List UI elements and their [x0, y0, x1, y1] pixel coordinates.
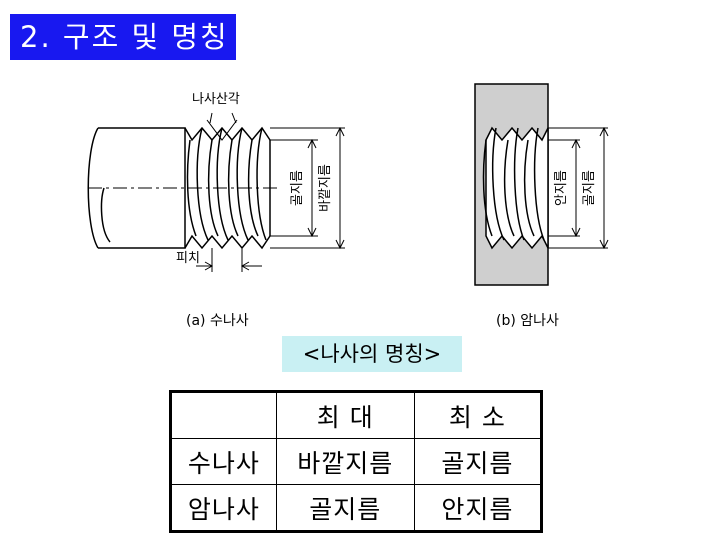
table-cell: 골지름 — [413, 438, 543, 485]
table-header-cell — [170, 391, 277, 439]
table-header-cell: 최 소 — [413, 391, 543, 439]
table-row: 최 대 최 소 — [170, 391, 543, 439]
figure-caption: <나사의 명칭> — [282, 336, 462, 372]
outer-diameter-label: 바깥지름 — [318, 164, 333, 212]
table-cell: 수나사 — [170, 438, 277, 485]
table-cell: 안지름 — [413, 484, 543, 532]
female-screw-figure — [474, 83, 609, 286]
screw-thread-diagram: 나사산각 피치 골지름 바깥지름 (a) 수나사 안지름 골지름 (b) 암나사 — [87, 83, 609, 329]
female-screw-caption: (b) 암나사 — [496, 313, 559, 329]
male-screw-caption: (a) 수나사 — [186, 313, 249, 329]
page-title: 2. 구조 및 명칭 — [10, 14, 236, 60]
pitch-label: 피치 — [176, 251, 200, 266]
thread-angle-label: 나사산각 — [192, 92, 240, 107]
table-cell: 바깥지름 — [275, 438, 415, 485]
thread-names-table: 최 대 최 소 수나사 바깥지름 골지름 암나사 골지름 안지름 — [169, 390, 543, 533]
table-header-cell: 최 대 — [275, 391, 415, 439]
table-cell: 암나사 — [170, 484, 277, 532]
table-row: 수나사 바깥지름 골지름 — [170, 438, 543, 485]
table-cell: 골지름 — [275, 484, 415, 532]
nut-root-diameter-label: 골지름 — [582, 170, 597, 206]
root-diameter-label: 골지름 — [290, 170, 305, 206]
male-screw-figure — [87, 112, 345, 272]
inner-diameter-label: 안지름 — [554, 170, 569, 206]
table-row: 암나사 골지름 안지름 — [170, 484, 543, 532]
